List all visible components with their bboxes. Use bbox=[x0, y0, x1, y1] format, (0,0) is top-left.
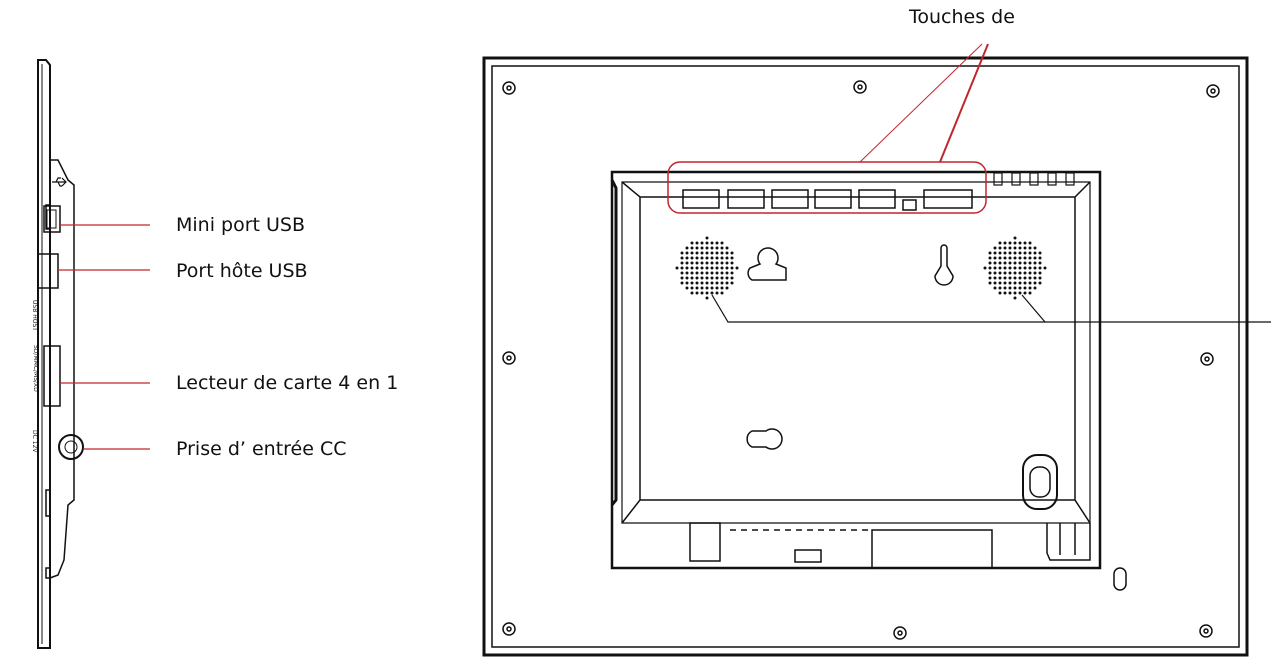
usb-host-marking: USB HOST bbox=[31, 300, 38, 331]
control-keys-label: Touches de bbox=[909, 6, 1015, 28]
card-reader-label: Lecteur de carte 4 en 1 bbox=[176, 372, 399, 394]
card-slot-marking: SD/MMC/MS/XD bbox=[32, 345, 39, 392]
mini-usb-label: Mini port USB bbox=[176, 214, 306, 236]
back-view bbox=[482, 56, 1249, 657]
speaker-callout-line bbox=[711, 294, 1271, 323]
dc-marking: DC 12V bbox=[31, 430, 38, 453]
speaker-left bbox=[675, 236, 739, 300]
keys-callout bbox=[667, 43, 989, 214]
speaker-right bbox=[983, 236, 1047, 300]
side-view bbox=[37, 59, 84, 649]
usb-host-label: Port hôte USB bbox=[176, 260, 308, 282]
side-callout-lines bbox=[58, 224, 150, 450]
dc-input-label: Prise d’ entrée CC bbox=[176, 438, 347, 460]
